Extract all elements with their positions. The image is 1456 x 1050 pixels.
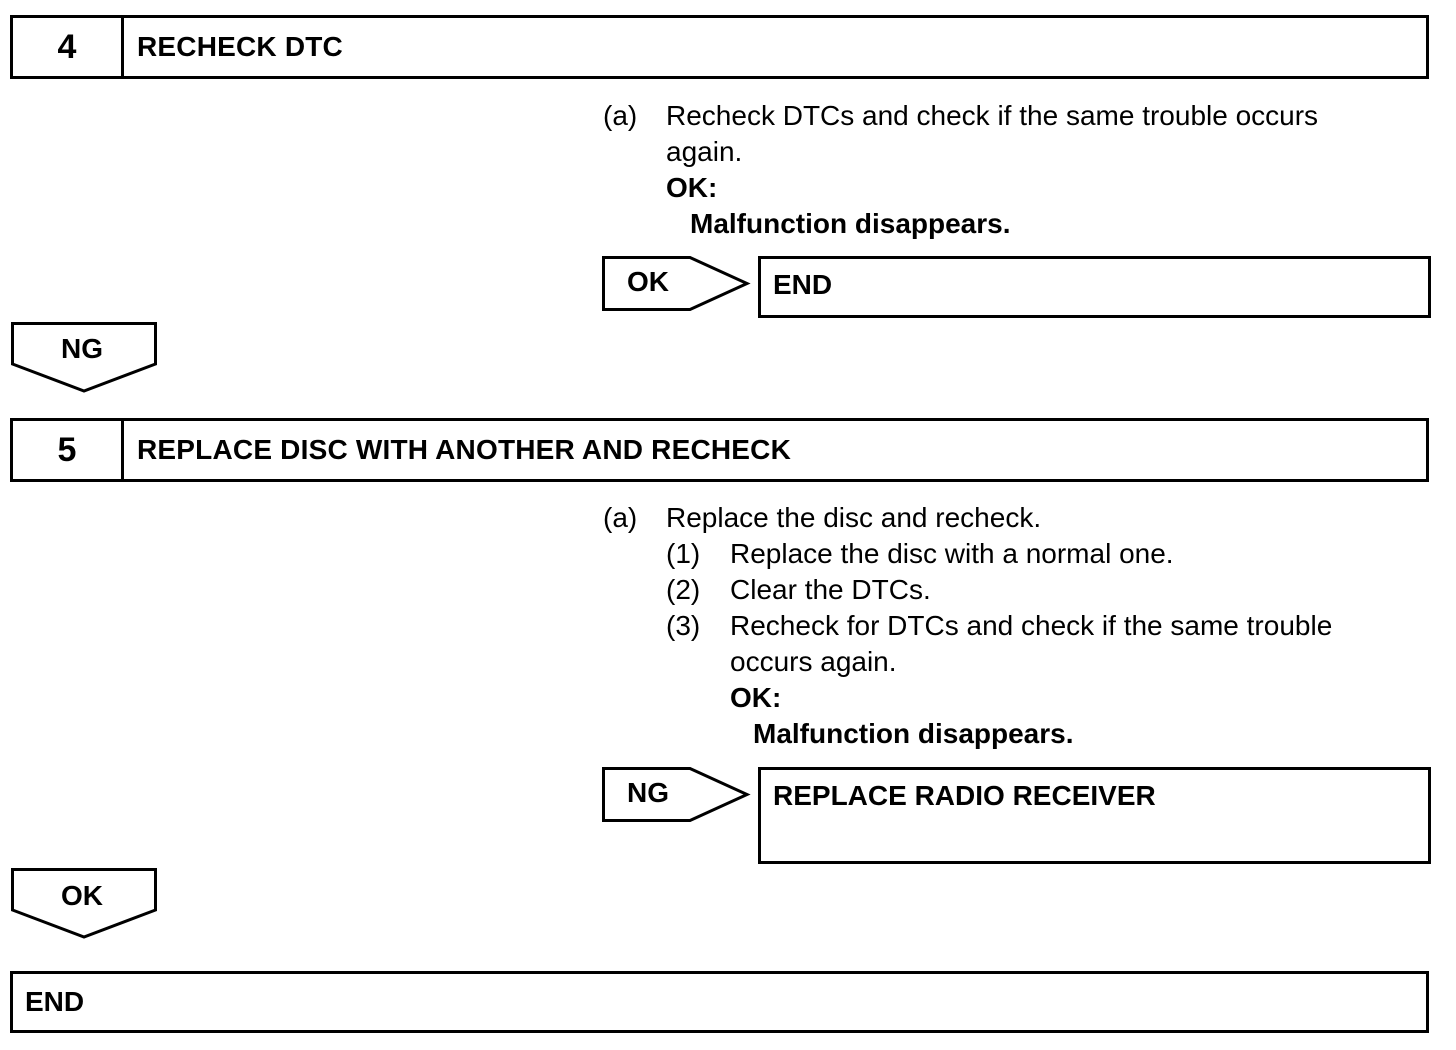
sub-item-marker: (2): [666, 574, 701, 605]
branch-tag-label: NG: [627, 777, 669, 808]
instruction-text: Recheck DTCs and check if the same troub…: [666, 100, 1319, 131]
sub-item-marker: (1): [666, 538, 701, 569]
step-number: 4: [13, 18, 124, 76]
down-arrow-tag: [11, 868, 157, 939]
down-tag-label: OK: [61, 880, 103, 911]
instruction-text: again.: [666, 136, 743, 167]
ok-heading: OK:: [666, 172, 718, 203]
sub-item-text: Recheck for DTCs and check if the same t…: [730, 610, 1333, 641]
item-marker: (a): [603, 502, 638, 533]
final-end-label: END: [25, 986, 85, 1017]
ok-condition: Malfunction disappears.: [753, 718, 1074, 749]
sub-item-marker: (3): [666, 610, 701, 641]
instruction-text: Replace the disc and recheck.: [666, 502, 1042, 533]
final-end-box: END: [10, 971, 1429, 1033]
result-label: END: [773, 269, 833, 300]
down-tag-label: NG: [61, 333, 103, 364]
ok-heading: OK:: [730, 682, 782, 713]
result-box: REPLACE RADIO RECEIVER: [758, 767, 1431, 864]
step-title: RECHECK DTC: [137, 31, 343, 62]
step-title: REPLACE DISC WITH ANOTHER AND RECHECK: [137, 434, 791, 465]
sub-item-text: occurs again.: [730, 646, 897, 677]
sub-item-text: Replace the disc with a normal one.: [730, 538, 1174, 569]
ok-condition: Malfunction disappears.: [690, 208, 1011, 239]
branch-tag-label: OK: [627, 266, 669, 297]
sub-item-text: Clear the DTCs.: [730, 574, 931, 605]
branch-arrow-tag: [602, 256, 751, 311]
step-4-header: 4 RECHECK DTC: [10, 15, 1429, 79]
step-5-header: 5 REPLACE DISC WITH ANOTHER AND RECHECK: [10, 418, 1429, 482]
result-box: END: [758, 256, 1431, 318]
step-number: 5: [13, 421, 124, 479]
result-label: REPLACE RADIO RECEIVER: [773, 780, 1156, 811]
item-marker: (a): [603, 100, 638, 131]
down-arrow-tag: [11, 322, 157, 393]
branch-arrow-tag: [602, 767, 751, 822]
